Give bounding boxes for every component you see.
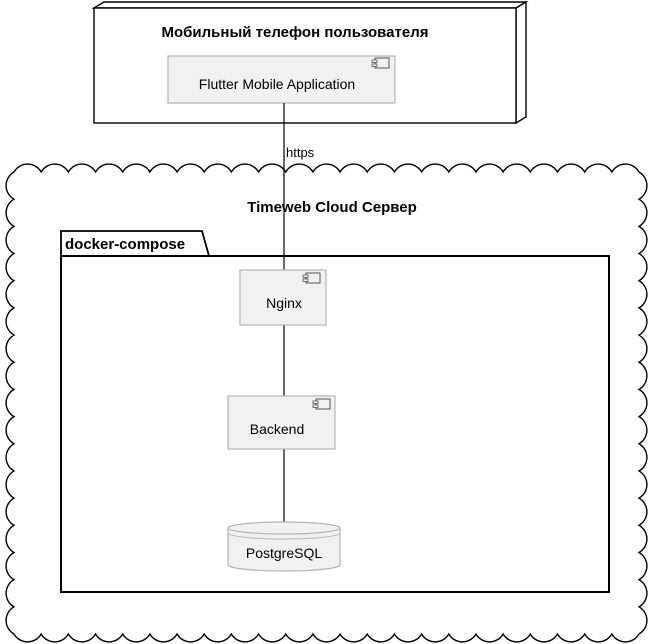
- phone-node-top-face: [91, 1, 529, 9]
- edge-label-https: https: [286, 145, 315, 160]
- phone-node-side-face: [515, 0, 527, 125]
- nginx-component: Nginx: [239, 269, 327, 326]
- uml-component-icon: [302, 272, 321, 284]
- connectors: https: [283, 103, 315, 522]
- database-cylinder-icon: [227, 528, 341, 572]
- database-label: PostgreSQL: [246, 545, 322, 561]
- flutter-component: Flutter Mobile Application: [167, 55, 396, 104]
- uml-component-icon: [371, 57, 390, 69]
- backend-component: Backend: [227, 395, 336, 450]
- cloud-node-title: Timeweb Cloud Сервер: [247, 199, 417, 216]
- uml-component-icon: [312, 398, 331, 410]
- nginx-component-label: Nginx: [266, 295, 302, 311]
- flutter-component-box: [167, 55, 396, 104]
- package-tab: [60, 230, 210, 257]
- database-node: PostgreSQL: [227, 521, 341, 572]
- database-cylinder-band: [227, 532, 341, 540]
- backend-component-label: Backend: [250, 421, 304, 437]
- package-title: docker-compose: [65, 236, 185, 253]
- phone-node-title: Мобильный телефон пользователя: [161, 24, 428, 41]
- database-cylinder-top: [227, 521, 341, 535]
- flutter-component-label: Flutter Mobile Application: [199, 76, 355, 92]
